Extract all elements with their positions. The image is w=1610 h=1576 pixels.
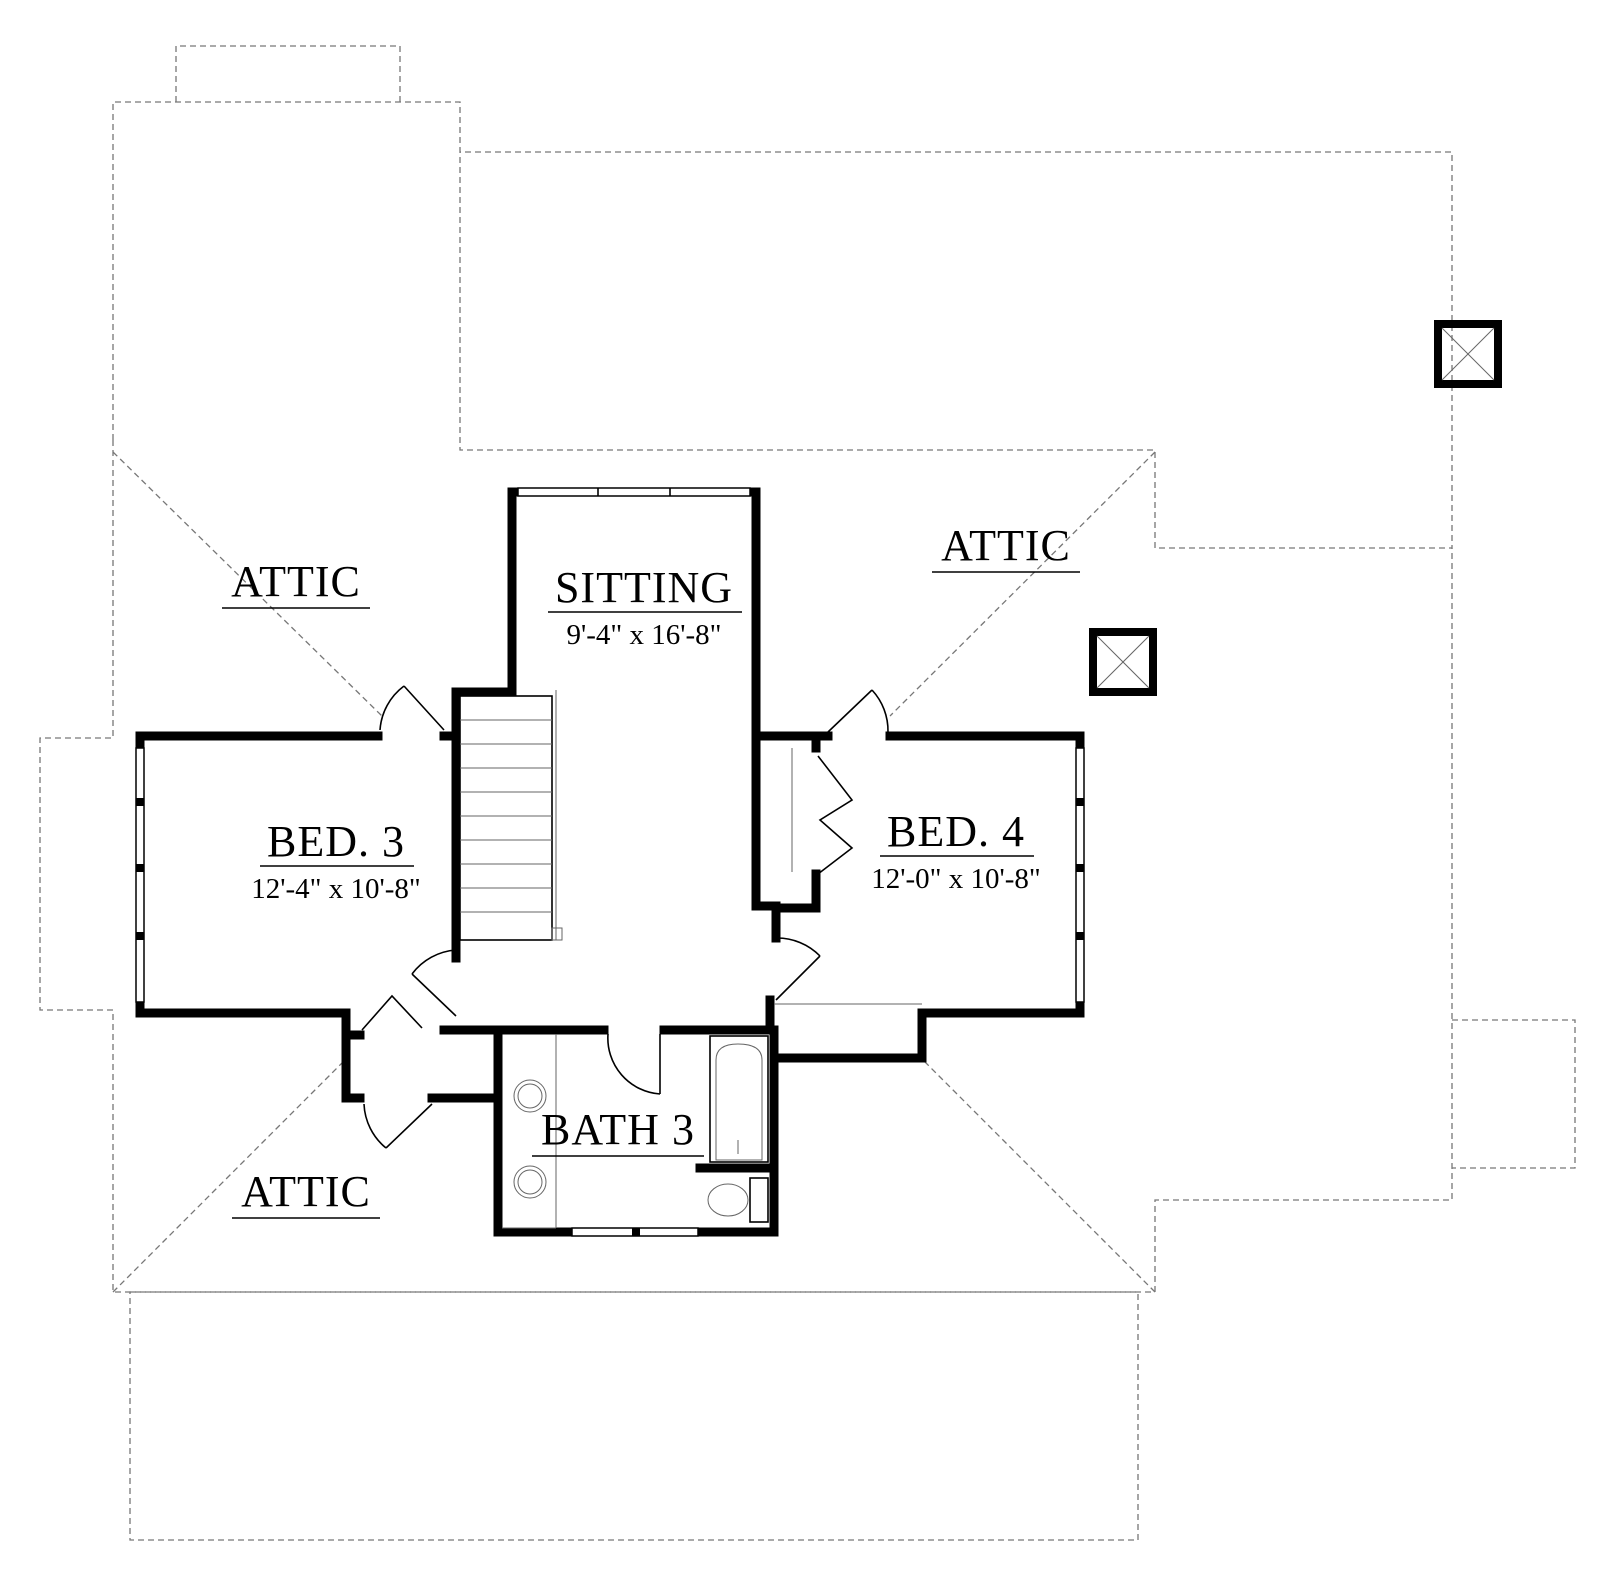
room-dims: 9'-4" x 16'-8" — [567, 619, 722, 651]
roof-outline — [39, 45, 1576, 1541]
column-posts — [1089, 320, 1502, 696]
bath-fixtures — [502, 1034, 769, 1229]
room-bath-3: BATH 3 — [532, 1105, 704, 1157]
room-dims: 12'-4" x 10'-8" — [251, 873, 420, 905]
room-bed-4: BED. 4 12'-0" x 10'-8" — [871, 807, 1040, 895]
room-bed-3: BED. 3 12'-4" x 10'-8" — [251, 817, 420, 905]
attic-label: ATTIC — [241, 1167, 371, 1216]
room-name: BATH 3 — [541, 1105, 695, 1154]
room-sitting: SITTING 9'-4" x 16'-8" — [548, 563, 742, 651]
room-name: SITTING — [555, 563, 733, 612]
attic-label: ATTIC — [941, 521, 1071, 570]
attic-label: ATTIC — [231, 557, 361, 606]
room-dims: 12'-0" x 10'-8" — [871, 863, 1040, 895]
room-labels: SITTING 9'-4" x 16'-8" BED. 3 12'-4" x 1… — [222, 521, 1080, 1219]
stair — [459, 690, 563, 941]
windows — [135, 487, 1085, 1237]
room-name: BED. 3 — [267, 817, 405, 866]
doors — [361, 685, 922, 1149]
room-name: BED. 4 — [887, 807, 1025, 856]
attic-labels: ATTIC ATTIC ATTIC — [222, 521, 1080, 1219]
